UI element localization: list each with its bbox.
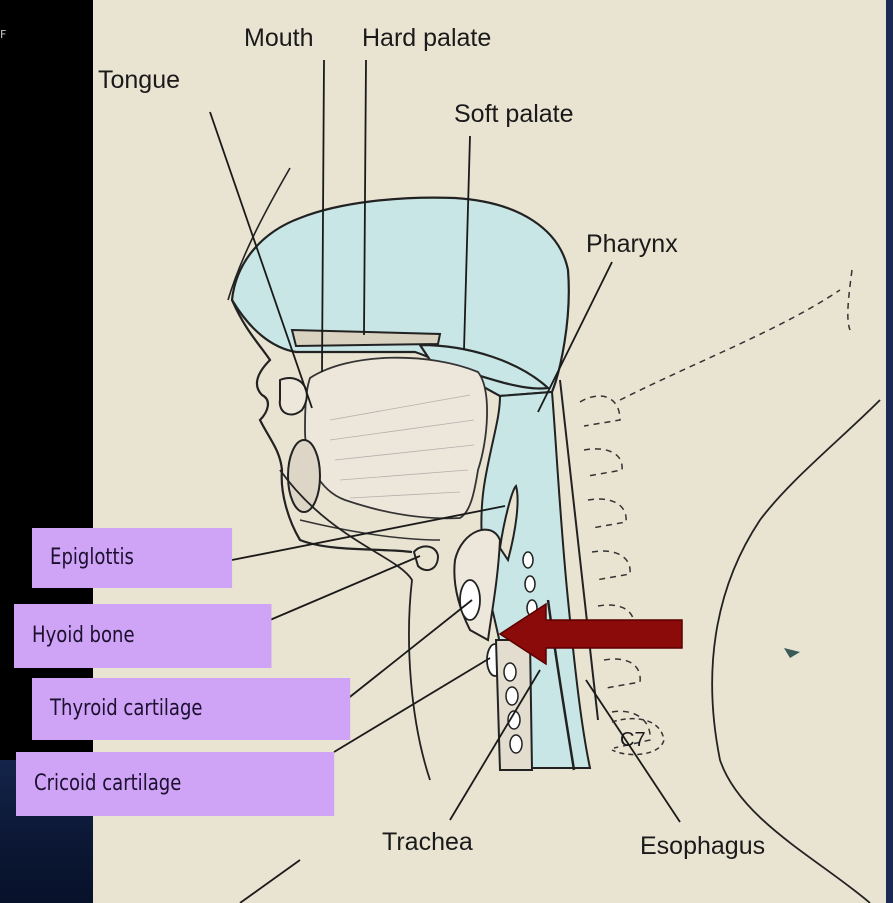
label-c7: C7 bbox=[620, 730, 646, 750]
callout-cricoid-cartilage: Cricoid cartilage bbox=[16, 752, 334, 816]
thyroid-ring bbox=[460, 580, 480, 620]
vertebrae-outline bbox=[580, 270, 852, 748]
label-tongue: Tongue bbox=[98, 68, 180, 93]
ink-mark bbox=[784, 648, 800, 658]
label-soft-palate: Soft palate bbox=[454, 102, 574, 127]
callout-thyroid-cartilage: Thyroid cartilage bbox=[32, 678, 350, 740]
callout-epiglottis-text: Epiglottis bbox=[50, 547, 134, 569]
label-hard-palate: Hard palate bbox=[362, 26, 491, 51]
callout-hyoid-bone-text: Hyoid bone bbox=[32, 625, 135, 647]
label-trachea: Trachea bbox=[382, 830, 473, 855]
callout-epiglottis: Epiglottis bbox=[32, 528, 232, 588]
label-pharynx: Pharynx bbox=[586, 232, 678, 257]
tongue-shape bbox=[305, 358, 487, 519]
callout-cricoid-cartilage-text: Cricoid cartilage bbox=[34, 773, 181, 795]
label-esophagus: Esophagus bbox=[640, 834, 765, 859]
hyoid-bone-shape bbox=[414, 546, 438, 570]
label-mouth: Mouth bbox=[244, 26, 313, 51]
callout-hyoid-bone: Hyoid bone bbox=[14, 604, 271, 668]
callout-thyroid-cartilage-text: Thyroid cartilage bbox=[50, 698, 202, 720]
mandible-section bbox=[288, 440, 320, 512]
hard-palate-shape bbox=[292, 330, 440, 346]
